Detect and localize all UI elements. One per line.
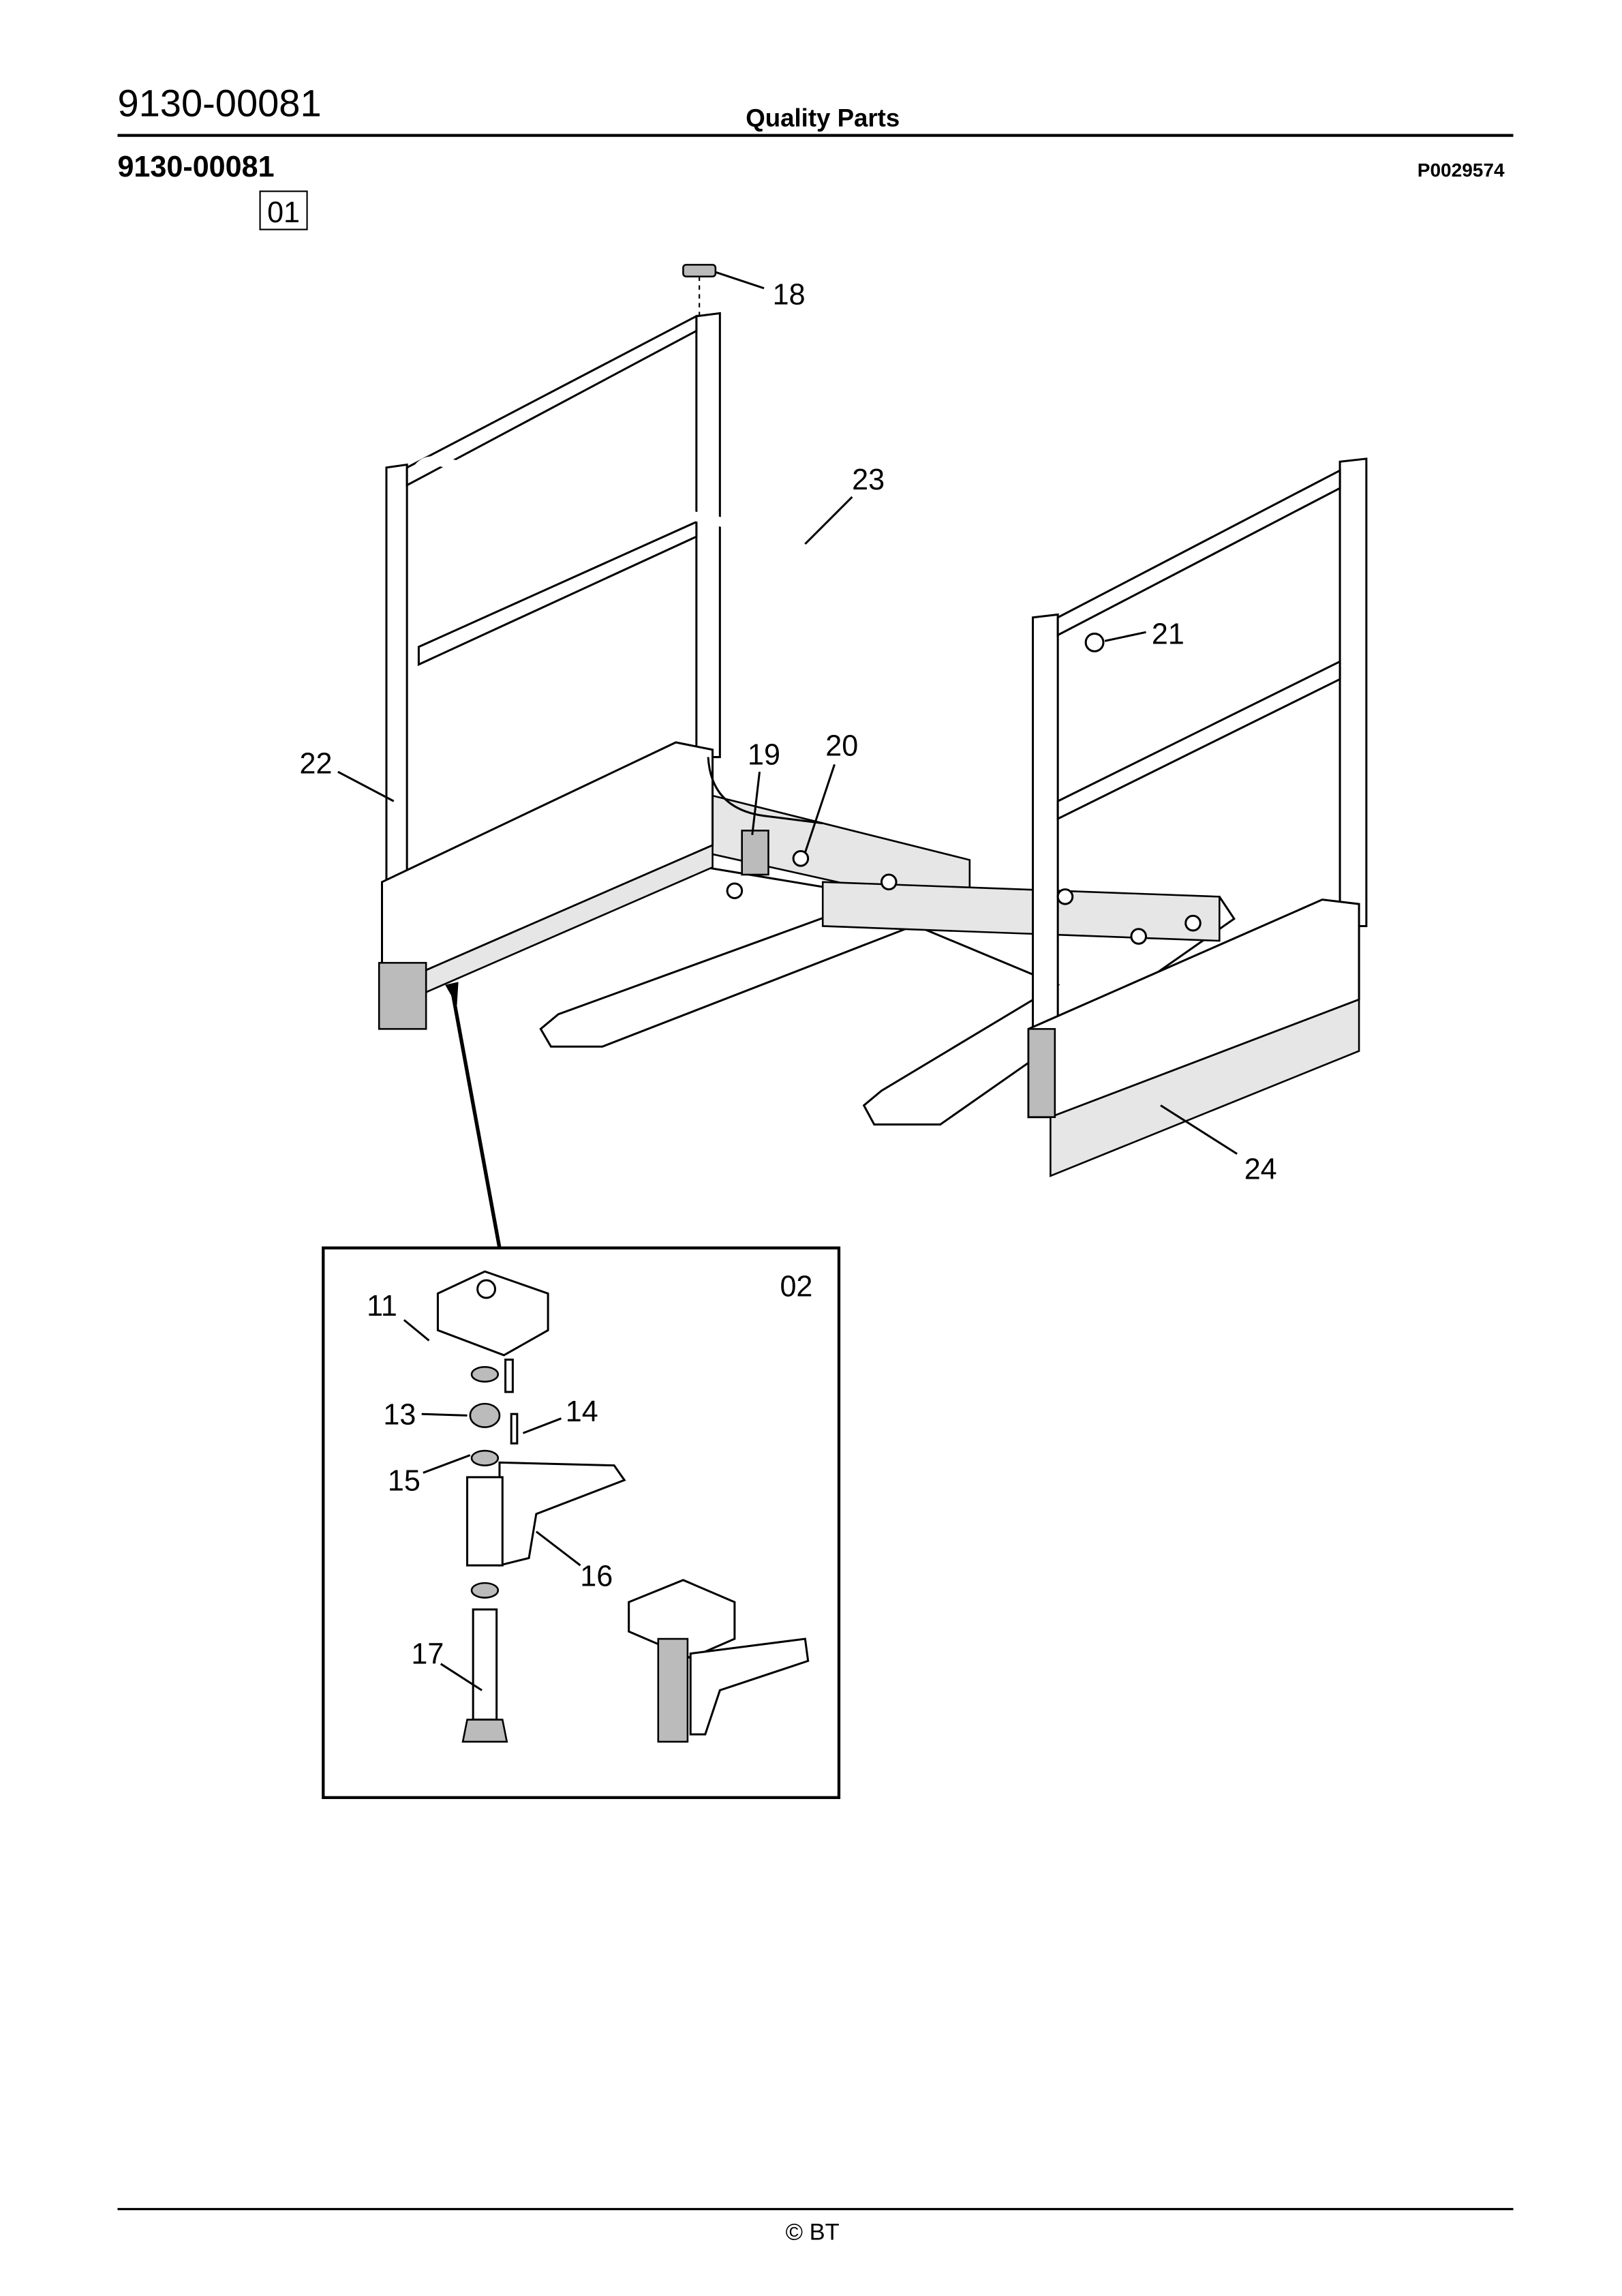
callout-20: 20 xyxy=(825,729,858,762)
block-19 xyxy=(741,830,769,876)
callout-19: 19 xyxy=(748,738,780,771)
callout-24: 24 xyxy=(1244,1153,1277,1185)
knob-21 xyxy=(1084,632,1105,652)
callout-11: 11 xyxy=(367,1290,397,1323)
view-label-box xyxy=(259,190,308,230)
bushing-16 xyxy=(466,1476,504,1567)
hinge-detail-inset xyxy=(322,1246,841,1800)
cap-18 xyxy=(682,264,717,277)
spring-13 xyxy=(469,1402,501,1428)
bolt-19 xyxy=(726,882,744,900)
drawing-id: P0029574 xyxy=(1418,160,1505,181)
callout-22: 22 xyxy=(300,747,333,780)
view-label: 01 xyxy=(267,196,300,229)
platform-assembly-drawing xyxy=(337,264,1368,1249)
page-title: Quality Parts xyxy=(746,104,900,132)
callout-16: 16 xyxy=(580,1560,613,1592)
guard-bar xyxy=(417,459,1052,616)
copyright: © BT xyxy=(786,2220,840,2246)
callout-17: 17 xyxy=(411,1638,444,1671)
washer-20 xyxy=(792,850,810,867)
doc-number: 9130-00081 xyxy=(117,82,321,125)
hinge-block xyxy=(378,962,427,1030)
part-number: 9130-00081 xyxy=(117,151,274,183)
pin-17 xyxy=(472,1608,498,1721)
callout-14: 14 xyxy=(566,1395,598,1428)
callout-18: 18 xyxy=(773,279,806,312)
callout-13: 13 xyxy=(383,1398,416,1431)
callout-23: 23 xyxy=(852,464,885,496)
callout-15: 15 xyxy=(388,1464,420,1497)
inset-view-label: 02 xyxy=(780,1271,812,1303)
callout-21: 21 xyxy=(1152,618,1184,651)
